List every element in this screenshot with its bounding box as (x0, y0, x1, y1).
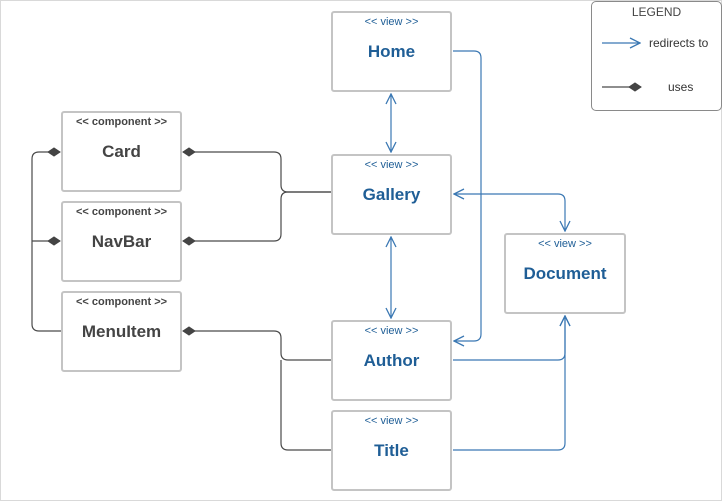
node-navbar[interactable]: << component >> NavBar (61, 201, 182, 282)
edge-title-uses-menuitem (280, 360, 331, 451)
edge-gallery-uses-card (182, 147, 331, 193)
node-home-stereotype: << view >> (364, 16, 419, 28)
legend-title: LEGEND (631, 5, 682, 19)
node-author-name: Author (363, 351, 420, 370)
legend-uses-label: uses (668, 80, 694, 94)
legend-redirects-label: redirects to (649, 36, 709, 50)
node-document-stereotype: << view >> (538, 238, 592, 250)
node-card-name: Card (102, 142, 141, 161)
node-author-stereotype: << view >> (364, 325, 419, 337)
node-card-stereotype: << component >> (75, 116, 168, 128)
legend: LEGEND redirects to uses (591, 1, 722, 111)
node-navbar-name: NavBar (91, 232, 152, 251)
node-gallery-stereotype: << view >> (364, 159, 419, 171)
edge-gallery-uses-navbar (182, 191, 331, 246)
edge-title-document (453, 316, 565, 451)
node-card[interactable]: << component >> Card (61, 111, 182, 192)
edge-author-uses-menuitem (182, 326, 331, 361)
node-gallery-name: Gallery (362, 185, 421, 204)
node-gallery[interactable]: << view >> Gallery (331, 154, 452, 235)
node-title-stereotype: << view >> (364, 415, 419, 427)
edge-gallery-document (557, 193, 565, 231)
node-home-name: Home (367, 42, 416, 61)
node-navbar-stereotype: << component >> (75, 206, 168, 218)
node-title-name: Title (374, 441, 409, 460)
node-home[interactable]: << view >> Home (331, 11, 452, 92)
edge-home-author (453, 50, 482, 341)
edge-author-document (453, 316, 565, 361)
node-author[interactable]: << view >> Author (331, 320, 452, 401)
node-menuitem-stereotype: << component >> (75, 296, 168, 308)
node-document-name: Document (523, 264, 607, 283)
node-menuitem[interactable]: << component >> MenuItem (61, 291, 182, 372)
node-document[interactable]: << view >> Document (504, 233, 626, 314)
legend-symbols (602, 2, 642, 92)
node-menuitem-name: MenuItem (81, 322, 162, 341)
node-title[interactable]: << view >> Title (331, 410, 452, 491)
